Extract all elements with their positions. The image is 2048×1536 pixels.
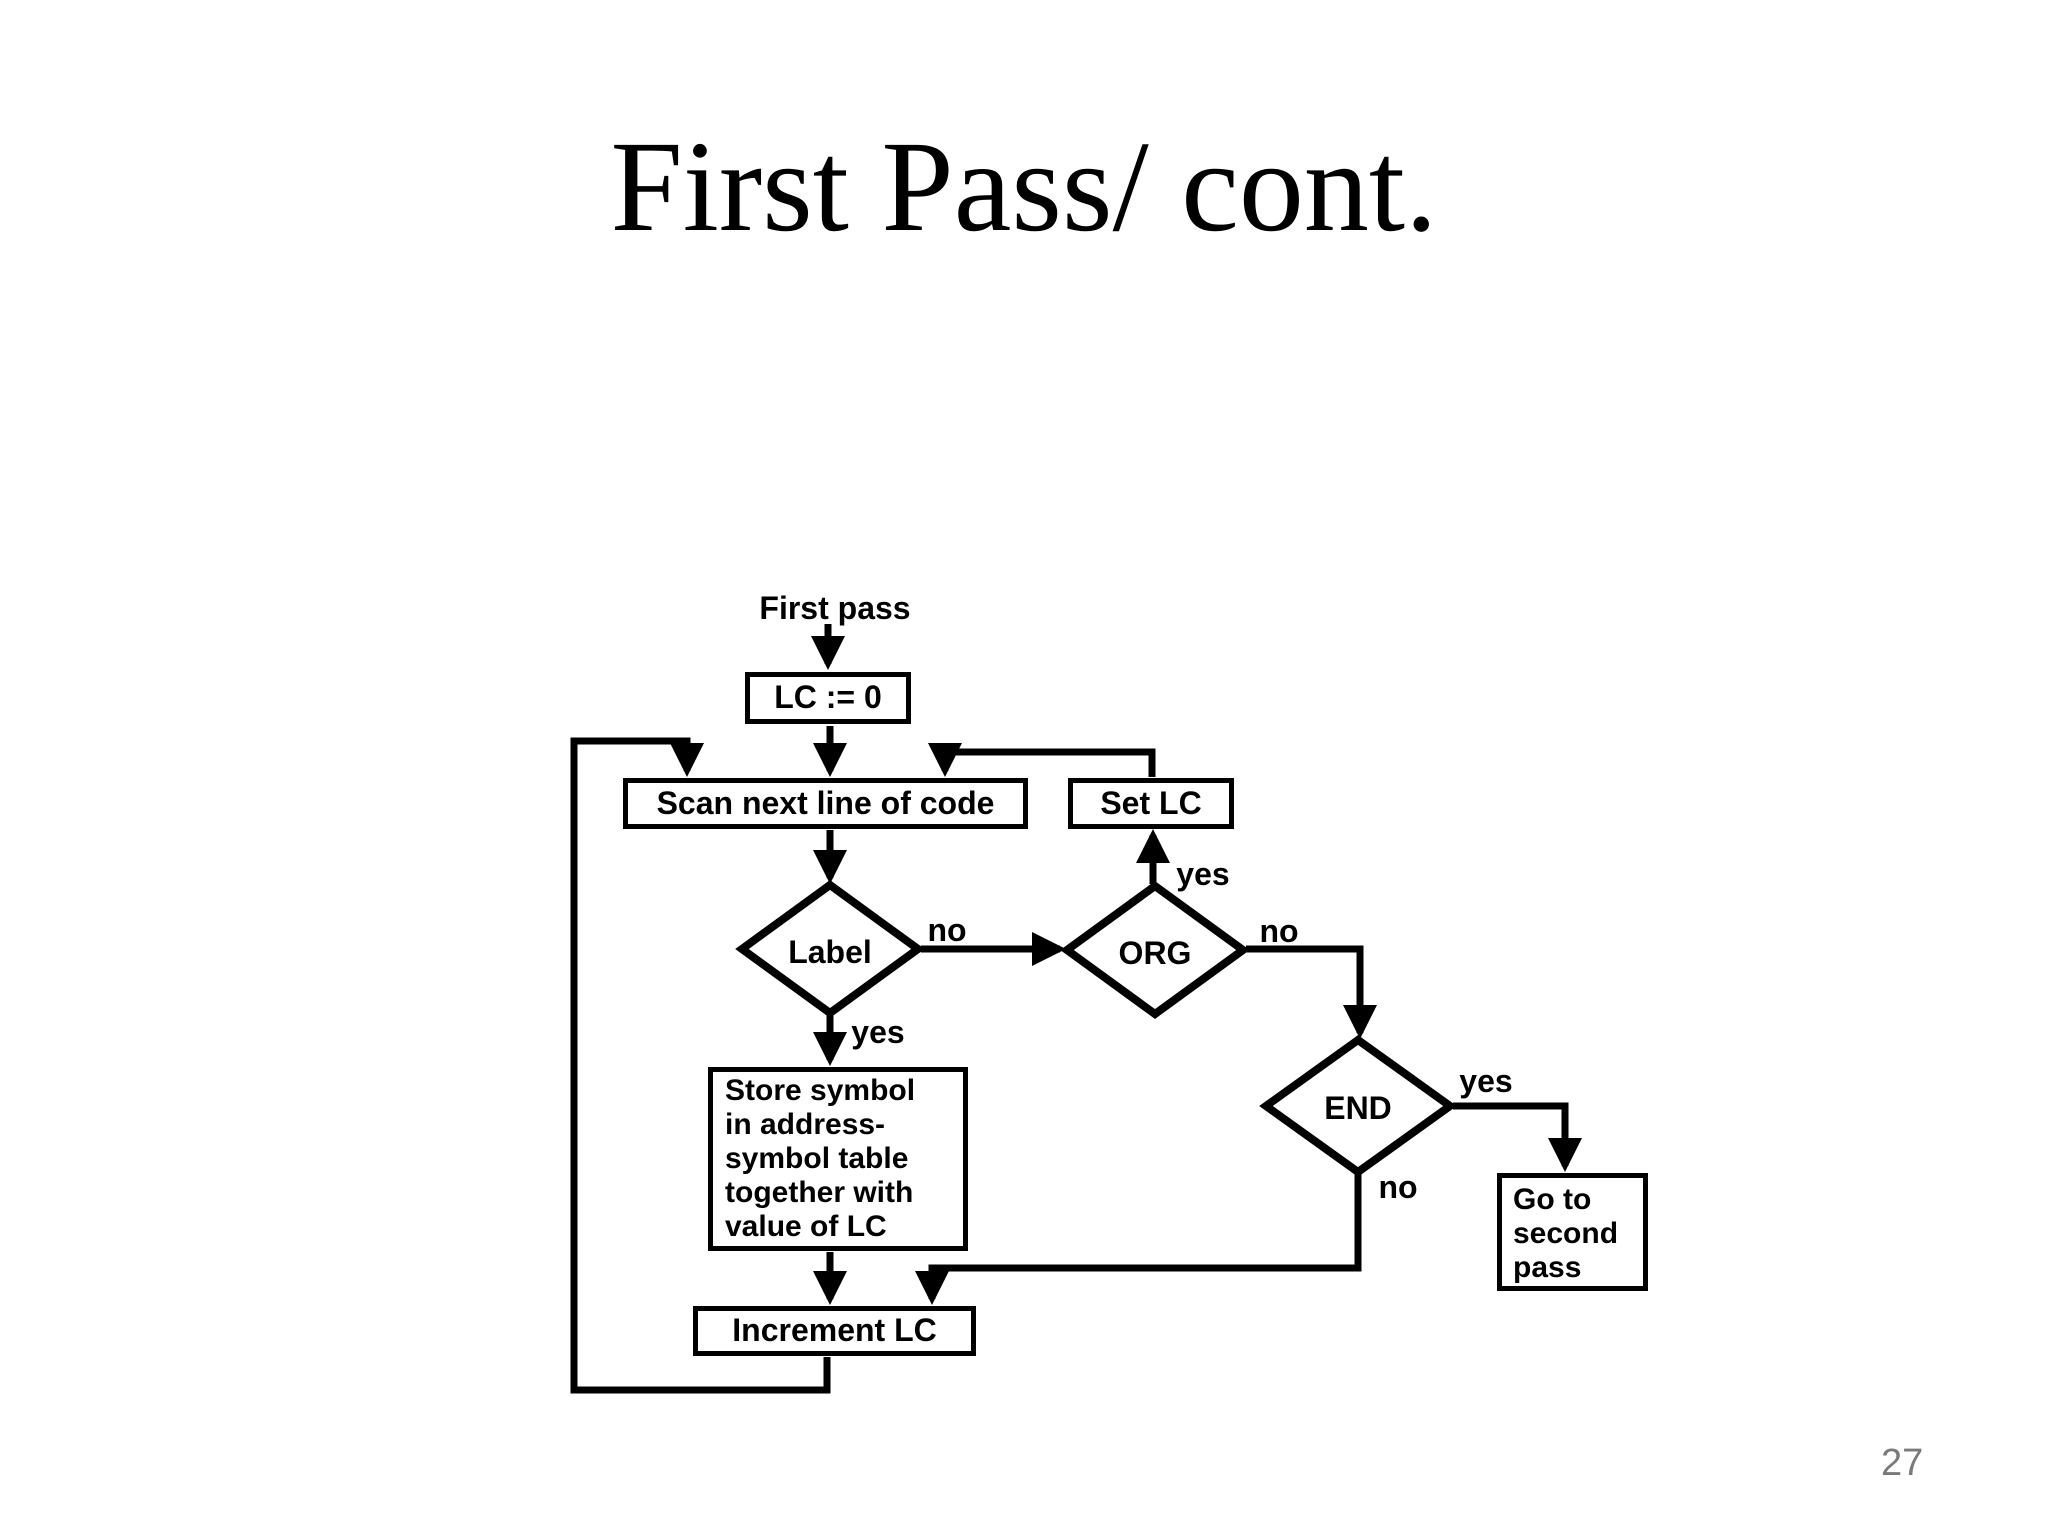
- edge-label-label-yes: yes: [851, 1014, 905, 1050]
- edge-label-org-yes: yes: [1176, 856, 1230, 892]
- node-init: LC := 0: [745, 672, 911, 724]
- node-second-pass: Go to second pass: [1497, 1173, 1648, 1291]
- edge-label-end-yes: yes: [1459, 1063, 1513, 1099]
- slide-title: First Pass/ cont.: [610, 115, 1438, 259]
- edge-org-no-to-end: [1246, 945, 1377, 1039]
- node-scan: Scan next line of code: [623, 778, 1028, 829]
- edge-setlc-return-to-scan: [928, 743, 1156, 777]
- node-store: Store symbol in address- symbol table to…: [708, 1067, 968, 1251]
- edge-label-end-no: no: [1378, 1169, 1418, 1205]
- entry-label: First pass: [759, 590, 911, 626]
- label-decision-text: Label: [788, 934, 872, 970]
- edge-increment-loop-to-scan: [570, 737, 831, 1394]
- edge-end-no-to-increment: [915, 1174, 1362, 1305]
- org-decision-shape: [1060, 881, 1250, 1019]
- edge-end-yes-to-secondpass: [1453, 1102, 1582, 1172]
- page-number: 27: [1881, 1442, 1924, 1484]
- end-decision-text: END: [1324, 1090, 1392, 1126]
- label-decision-shape: [735, 880, 925, 1018]
- edge-label-org-no: no: [1259, 913, 1299, 949]
- edge-label-label-no: no: [927, 912, 967, 948]
- end-decision-shape: [1259, 1035, 1457, 1177]
- org-decision-text: ORG: [1118, 935, 1192, 971]
- node-set-lc: Set LC: [1068, 778, 1234, 829]
- node-increment: Increment LC: [693, 1306, 976, 1356]
